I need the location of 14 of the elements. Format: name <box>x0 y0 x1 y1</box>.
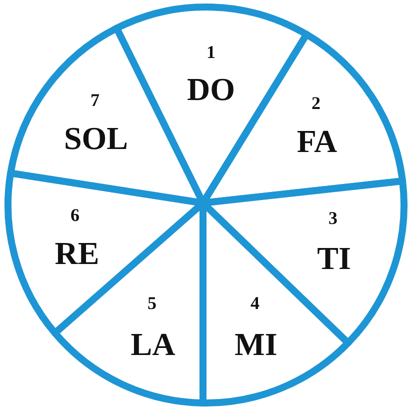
sector-number: 5 <box>148 294 156 312</box>
syllable-label: DO <box>187 73 235 105</box>
syllable-label: TI <box>317 242 351 274</box>
sector-number: 1 <box>206 43 216 61</box>
syllable-label: RE <box>54 237 100 269</box>
syllable-label: LA <box>130 328 176 360</box>
sector-number: 7 <box>90 91 100 109</box>
sector-number: 6 <box>70 206 80 224</box>
sector-number: 2 <box>312 94 320 112</box>
syllable-label: FA <box>296 125 338 157</box>
syllable-label: SOL <box>64 122 128 154</box>
syllable-label: MI <box>234 328 278 360</box>
sector-number: 4 <box>250 294 260 312</box>
sector-number: 3 <box>328 209 338 227</box>
